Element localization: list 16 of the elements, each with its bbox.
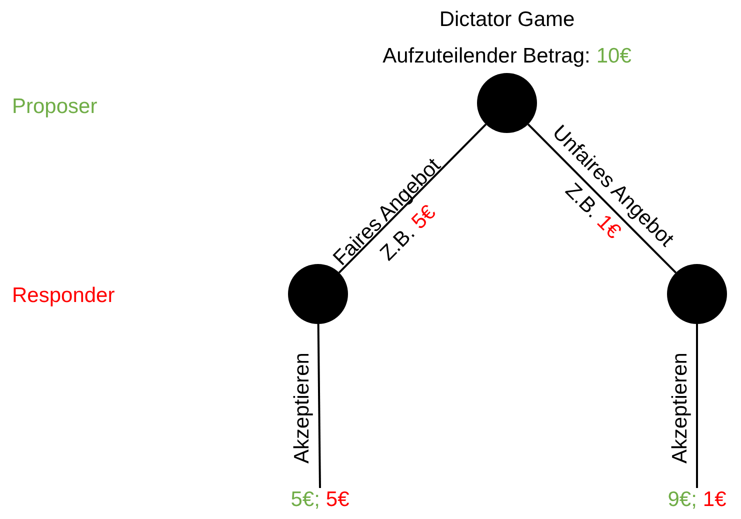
connector-line: [527, 124, 677, 274]
role-label: Proposer: [12, 95, 98, 120]
diagram-title: Dictator Game: [439, 8, 575, 32]
connector-line: [696, 324, 698, 488]
payoff-value: 5€: [326, 488, 350, 512]
edge-label: Akzeptieren: [670, 352, 690, 464]
amount-value: 10€: [596, 46, 632, 66]
edge-label: Akzeptieren: [292, 352, 312, 464]
amount-label: Aufzuteilender Betrag:: [382, 46, 590, 66]
payoff-value: 5€;: [290, 488, 320, 512]
payoff-value: 9€;: [668, 488, 697, 512]
connector-line: [338, 124, 487, 274]
decision-node-circle: [477, 73, 537, 133]
connector-line: [317, 324, 321, 488]
payoff-value: 1€: [702, 488, 726, 512]
role-label: Responder: [12, 284, 115, 308]
